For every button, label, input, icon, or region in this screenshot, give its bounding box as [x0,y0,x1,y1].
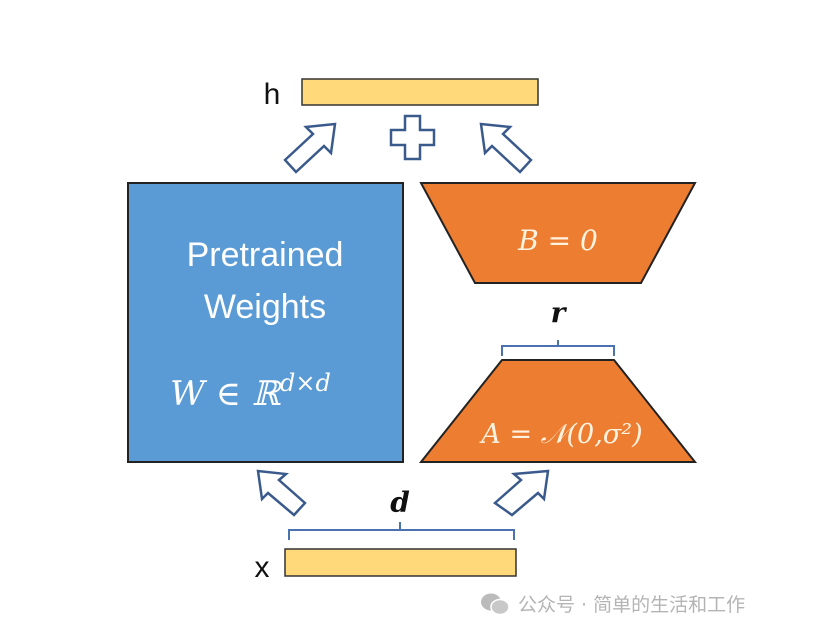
r-label: r [551,296,568,329]
input-x-bar [284,548,517,577]
arrow-up-left-icon [256,469,307,517]
arrow-up-left-icon [479,122,533,174]
h-label: h [264,78,281,111]
r-brace [501,340,615,356]
watermark-text: 公众号 · 简单的生活和工作 [518,594,746,616]
output-h-bar [301,78,539,106]
a-formula: A = 𝒩(0,σ²) [478,419,642,450]
wechat-icon [481,593,510,615]
b-formula: B = 0 [517,224,598,257]
w-formula-superscript: d×d [280,369,331,397]
x-label: x [255,551,270,584]
arrow-up-right-icon [283,122,337,174]
w-formula: W ∈ ℝd×d [170,369,331,414]
pretrained-label: Pretrained [187,236,344,274]
watermark: 公众号 · 简单的生活和工作 [480,590,745,617]
pretrained-weights-block [127,182,404,463]
plus-icon [389,114,436,161]
d-label: d [390,486,410,519]
matrix-b-block [419,182,697,284]
weights-label: Weights [204,288,326,326]
arrow-up-right-icon [492,469,550,517]
d-brace [288,522,515,540]
matrix-a-block [418,359,698,463]
w-formula-base: W ∈ ℝ [170,374,283,414]
